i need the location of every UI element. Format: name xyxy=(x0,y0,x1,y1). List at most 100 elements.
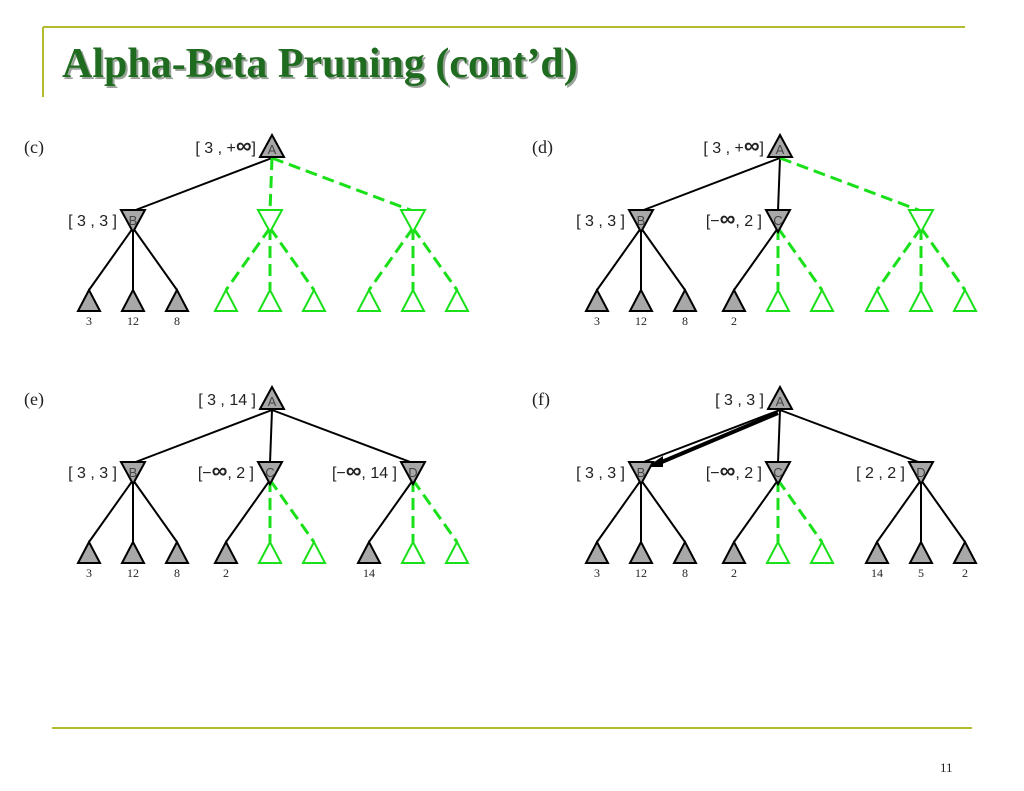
leaf-node xyxy=(864,539,890,564)
slide-title: Alpha-Beta Pruning (cont’d) xyxy=(62,41,578,87)
tree-edge xyxy=(596,227,642,291)
leaf-node xyxy=(120,539,146,564)
pruned-edge xyxy=(268,157,274,212)
leaf-node xyxy=(164,539,190,564)
bound-part: , 2 ] xyxy=(227,465,254,482)
tree-edge xyxy=(596,479,642,543)
node-name: B xyxy=(637,465,646,480)
node-name: A xyxy=(268,394,277,409)
min-node xyxy=(399,209,427,235)
node-name: B xyxy=(129,465,138,480)
tree-edge xyxy=(779,409,922,464)
node-name: A xyxy=(268,142,277,157)
bound-part: ∞ xyxy=(720,458,736,483)
tree-edge xyxy=(640,227,686,291)
min-node xyxy=(119,461,147,487)
leaf-value: 2 xyxy=(731,314,737,328)
bound-part: [ 3 , 3 ] xyxy=(576,465,625,482)
tree-edge xyxy=(640,409,781,464)
tree-edge xyxy=(88,479,134,543)
bound-part: [ 3 , + xyxy=(703,140,743,157)
leaf-node xyxy=(809,287,835,312)
tree-edge xyxy=(777,409,781,464)
leaf-value: 3 xyxy=(594,314,600,328)
node-name: C xyxy=(773,465,782,480)
node-name: A xyxy=(776,142,785,157)
leaf-node xyxy=(444,287,470,312)
node-name: B xyxy=(129,213,138,228)
leaf-value: 12 xyxy=(635,566,647,580)
tree-edge xyxy=(876,479,922,543)
leaf-node xyxy=(721,287,747,312)
max-node xyxy=(258,132,286,158)
pruned-edge xyxy=(271,156,414,213)
bound-part: [ 3 , 3 ] xyxy=(715,392,764,409)
node-name: B xyxy=(637,213,646,228)
leaf-node xyxy=(120,287,146,312)
leaf-node xyxy=(628,539,654,564)
leaf-value: 5 xyxy=(918,566,924,580)
max-node xyxy=(766,132,794,158)
leaf-node xyxy=(213,539,239,564)
tree-edge xyxy=(640,157,781,212)
min-node xyxy=(907,209,935,235)
leaf-value: 14 xyxy=(363,566,375,580)
bound-part: [− xyxy=(332,465,346,482)
min-node xyxy=(907,461,935,487)
node-name: D xyxy=(408,465,417,480)
leaf-value: 8 xyxy=(174,566,180,580)
pruned-edge xyxy=(919,227,967,291)
pruned-edge xyxy=(411,479,459,543)
panel-label: (c) xyxy=(24,137,44,158)
leaf-node xyxy=(908,539,934,564)
page-number: 11 xyxy=(940,760,953,775)
bound-part: ∞ xyxy=(720,206,736,231)
pruned-edge xyxy=(776,227,824,291)
leaf-node xyxy=(628,287,654,312)
node-bound: [−∞, 2 ] xyxy=(706,206,762,231)
leaf-node xyxy=(952,287,978,312)
leaf-node xyxy=(952,539,978,564)
leaf-node xyxy=(164,287,190,312)
leaf-value: 8 xyxy=(682,566,688,580)
node-bound: [ 2 , 2 ] xyxy=(856,465,905,482)
leaf-node xyxy=(672,539,698,564)
bound-part: [− xyxy=(198,465,212,482)
bound-part: ] xyxy=(252,140,256,157)
leaf-node xyxy=(809,539,835,564)
node-name: A xyxy=(776,394,785,409)
pruned-edge xyxy=(875,227,923,291)
leaf-node xyxy=(908,287,934,312)
node-bound: [ 3 , +∞] xyxy=(703,133,764,158)
leaf-node xyxy=(257,539,283,564)
leaf-node xyxy=(301,287,327,312)
tree-edge xyxy=(920,479,966,543)
min-node xyxy=(256,209,284,235)
bound-part: , 2 ] xyxy=(735,465,762,482)
leaf-value: 12 xyxy=(127,314,139,328)
leaf-value: 8 xyxy=(174,314,180,328)
tree-edge xyxy=(88,227,134,291)
leaf-node xyxy=(584,287,610,312)
tree-edge xyxy=(271,409,414,464)
min-node xyxy=(627,461,655,487)
node-name: C xyxy=(265,465,274,480)
leaf-value: 3 xyxy=(86,314,92,328)
node-bound: [ 3 , 3 ] xyxy=(576,213,625,230)
leaf-node xyxy=(400,287,426,312)
leaf-value: 12 xyxy=(127,566,139,580)
bound-part: [ 3 , + xyxy=(195,140,235,157)
pruned-edge xyxy=(776,479,824,543)
leaf-node xyxy=(721,539,747,564)
tree-edge xyxy=(132,409,273,464)
max-node xyxy=(766,384,794,410)
best-move-arrow xyxy=(656,411,779,466)
leaf-value: 8 xyxy=(682,314,688,328)
panel-label: (e) xyxy=(24,389,44,410)
bound-part: , 2 ] xyxy=(735,213,762,230)
min-node xyxy=(627,209,655,235)
leaf-value: 2 xyxy=(962,566,968,580)
